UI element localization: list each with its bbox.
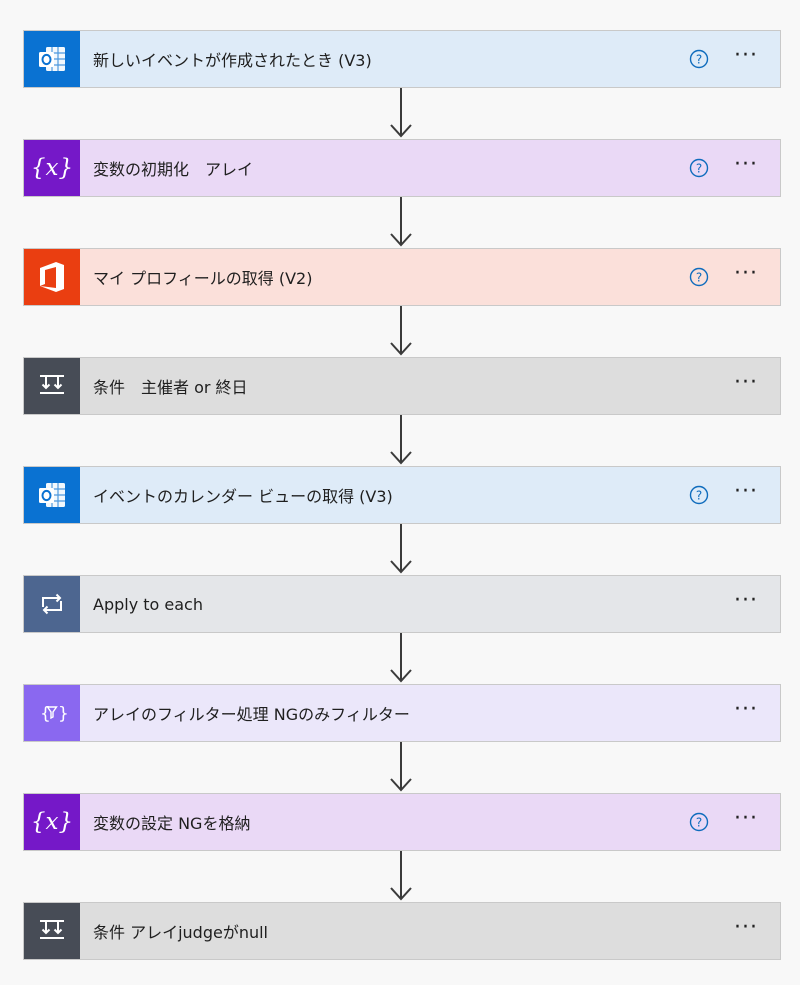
help-glyph: ? (696, 489, 702, 503)
help-icon[interactable]: ? (686, 482, 712, 508)
step-title: 変数の設定 NGを格納 (93, 814, 251, 833)
condition-icon (24, 358, 80, 414)
connector-arrow-icon (390, 851, 412, 901)
step-title: マイ プロフィールの取得 (V2) (93, 269, 313, 288)
svg-text:}: } (58, 704, 68, 724)
flow-step[interactable]: 新しいイベントが作成されたとき (V3)? ··· (23, 30, 781, 88)
more-options-icon[interactable]: ··· (734, 588, 758, 613)
more-options-icon[interactable]: ··· (734, 697, 758, 722)
connector-arrow-icon (390, 524, 412, 574)
svg-text:{: { (40, 704, 51, 724)
connector-arrow-icon (390, 88, 412, 138)
help-glyph: ? (696, 162, 702, 176)
condition-icon (24, 903, 80, 959)
more-options-icon[interactable]: ··· (734, 261, 758, 286)
step-title: アレイのフィルター処理 NGのみフィルター (93, 705, 410, 724)
step-title: 新しいイベントが作成されたとき (V3) (93, 51, 372, 70)
help-icon[interactable]: ? (686, 46, 712, 72)
variable-icon: {𝑥} (24, 140, 80, 196)
help-glyph: ? (696, 816, 702, 830)
flow-step[interactable]: Apply to each ··· (23, 575, 781, 633)
flow-step[interactable]: 条件 アレイjudgeがnull ··· (23, 902, 781, 960)
more-options-icon[interactable]: ··· (734, 370, 758, 395)
more-options-icon[interactable]: ··· (734, 152, 758, 177)
step-title: 条件 主催者 or 終日 (93, 378, 248, 397)
more-options-icon[interactable]: ··· (734, 915, 758, 940)
step-title: イベントのカレンダー ビューの取得 (V3) (93, 487, 393, 506)
connector-arrow-icon (390, 415, 412, 465)
office365-icon (24, 249, 80, 305)
svg-text:{𝑥}: {𝑥} (31, 809, 73, 835)
more-options-icon[interactable]: ··· (734, 806, 758, 831)
help-glyph: ? (696, 271, 702, 285)
connector-arrow-icon (390, 742, 412, 792)
variable-icon: {𝑥} (24, 794, 80, 850)
step-title: 変数の初期化 アレイ (93, 160, 254, 179)
help-icon[interactable]: ? (686, 264, 712, 290)
filter-array-icon: {} (24, 685, 80, 741)
step-title: 条件 アレイjudgeがnull (93, 923, 269, 942)
help-icon[interactable]: ? (686, 809, 712, 835)
connector-arrow-icon (390, 197, 412, 247)
flow-step[interactable]: マイ プロフィールの取得 (V2)? ··· (23, 248, 781, 306)
flow-step[interactable]: {𝑥} 変数の設定 NGを格納? ··· (23, 793, 781, 851)
connector-arrow-icon (390, 306, 412, 356)
flow-step[interactable]: {} アレイのフィルター処理 NGのみフィルター ··· (23, 684, 781, 742)
svg-text:{𝑥}: {𝑥} (31, 155, 73, 181)
help-glyph: ? (696, 53, 702, 67)
more-options-icon[interactable]: ··· (734, 479, 758, 504)
flow-step[interactable]: イベントのカレンダー ビューの取得 (V3)? ··· (23, 466, 781, 524)
flow-step[interactable]: 条件 主催者 or 終日 ··· (23, 357, 781, 415)
connector-arrow-icon (390, 633, 412, 683)
help-icon[interactable]: ? (686, 155, 712, 181)
outlook-icon (24, 31, 80, 87)
flow-step[interactable]: {𝑥} 変数の初期化 アレイ? ··· (23, 139, 781, 197)
loop-icon (24, 576, 80, 632)
more-options-icon[interactable]: ··· (734, 43, 758, 68)
outlook-icon (24, 467, 80, 523)
step-title: Apply to each (93, 594, 203, 614)
